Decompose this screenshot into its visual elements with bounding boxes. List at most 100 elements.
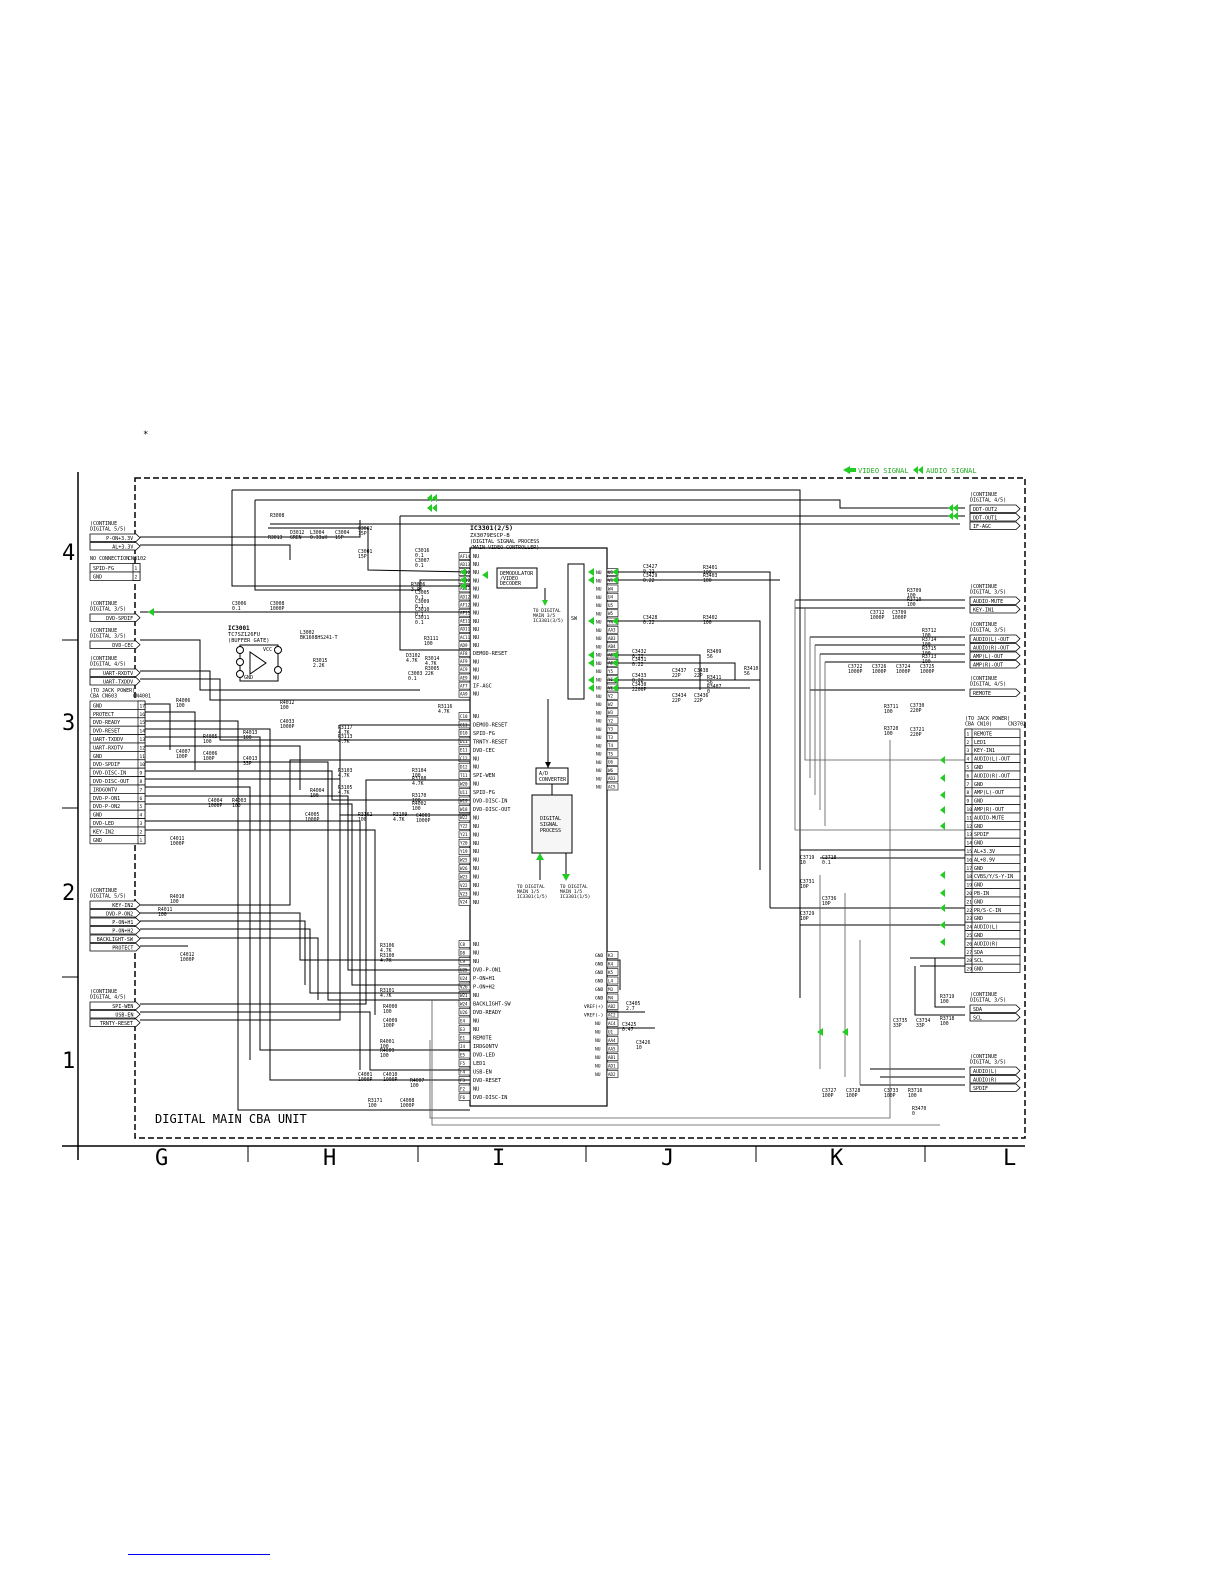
ic-pin-name: NU	[473, 1019, 479, 1025]
pin-number: 29	[967, 967, 973, 973]
connector-title: DIGITAL 4/5)	[970, 498, 1006, 504]
component-value: 100P	[383, 1023, 395, 1029]
component-ref: R3712	[922, 628, 937, 634]
pin-number: 14	[967, 841, 973, 847]
connector-pin: DVD-P-ON2	[89, 909, 141, 917]
ic-pin-name: DVD-CEC	[473, 748, 495, 754]
ic-pin-name: DVD-DISC-IN	[473, 1095, 507, 1101]
component-ref: R3407	[707, 684, 722, 690]
ic-pin-number: W24	[460, 1001, 468, 1006]
ic-pin	[458, 822, 471, 830]
footer-link-underline	[128, 1554, 270, 1555]
pin-name: SDA	[973, 1007, 982, 1013]
ic-pin-number: F6	[460, 1095, 466, 1100]
ic-pin-name: NU	[473, 883, 479, 889]
ic-pin-number: C12	[460, 756, 468, 761]
connector-pin: DDT-OUT2	[969, 504, 1021, 513]
component-value: 100	[158, 912, 167, 918]
pin-name: GND	[974, 899, 983, 905]
component-ref: C4004	[208, 798, 223, 804]
component-value: 100	[412, 806, 421, 812]
component-value: 0.1	[415, 595, 424, 601]
pin-number: 5	[140, 804, 143, 810]
component-ref: C4033	[280, 719, 295, 725]
pin-name: SCL	[974, 958, 983, 964]
component-ref: R3116	[438, 704, 453, 710]
connector-pin: SDA	[969, 1004, 1021, 1013]
ic-pin-name: REMOTE	[473, 1036, 492, 1042]
ic-pin-name: NU	[595, 1055, 601, 1061]
connector-title: (CONTINUE	[970, 992, 997, 998]
buffer-gate-icon	[249, 651, 267, 675]
connector-title: (CONTINUE	[970, 1054, 997, 1060]
ic-pin-name: NU	[473, 595, 479, 601]
pin-number: 6	[967, 773, 970, 779]
video-arrow-icon	[588, 659, 594, 667]
footnote-mark: *	[143, 430, 148, 440]
video-arrow-icon	[612, 651, 618, 659]
component-value: 2.2K	[313, 663, 325, 669]
ic-pin-name: NU	[473, 858, 479, 864]
component-ref: C3433	[632, 673, 647, 679]
pin-name: AUDIO(R)	[973, 1077, 997, 1083]
component-ref: C4001	[358, 1072, 373, 1078]
pin-name: AUDIO(R)	[974, 941, 998, 947]
pin-name: SPI-WEN	[112, 1004, 133, 1010]
ic-pin-number: AB3	[608, 636, 616, 641]
ic-pin-name: NU	[473, 667, 479, 673]
ic-desc: /MAIN VIDEO CONTROLLER)	[470, 545, 539, 551]
pin-name: SPDIF	[974, 832, 989, 838]
component-ref: R3719	[940, 994, 955, 1000]
component-value: 56	[707, 680, 713, 686]
pin-name: AUDIO-MUTE	[974, 815, 1004, 821]
component-ref: R3470	[912, 1106, 927, 1112]
ic-pin-number: M3	[608, 987, 614, 992]
audio-arrow-icon	[842, 1028, 848, 1036]
ic-pin	[458, 729, 471, 737]
component-value: 100	[170, 899, 179, 905]
component-ref: C3735	[893, 1018, 908, 1024]
connector-pin: P-ON+3.3V	[89, 533, 141, 542]
video-arrow-icon	[460, 582, 466, 590]
ic-pin-number: J4	[460, 1044, 466, 1049]
component-ref: R3109	[393, 812, 408, 818]
pin-name: IRDGONTV	[93, 787, 117, 793]
component-ref: R4002	[412, 801, 427, 807]
pin-name: GND	[93, 575, 102, 581]
connector-pin: KEY-IN2	[89, 900, 141, 909]
ic-pin-number: AA5	[608, 1046, 616, 1051]
pin-name: PROTECT	[112, 945, 133, 951]
arrow-icon	[545, 762, 551, 768]
ic-pin-number: W21	[460, 993, 468, 998]
component-ref: C3427	[643, 564, 658, 570]
pin-number: 1	[135, 566, 138, 572]
ic-pin-name: DEMOD-RESET	[473, 722, 507, 728]
component-ref: R3108	[412, 776, 427, 782]
component-value: 1000P	[892, 615, 907, 621]
ic-pin	[458, 1084, 471, 1093]
signal-arrows	[148, 494, 958, 1036]
ic-pin-number: AD3	[608, 776, 616, 781]
pin-name: DVD-RESET	[93, 729, 120, 735]
pin-name: GND	[93, 813, 102, 819]
pin-number: 27	[967, 950, 973, 956]
pin-name: GND	[974, 933, 983, 939]
pin-name: P-ON+H1	[112, 920, 133, 926]
ic-pin-number: U1	[608, 1029, 614, 1034]
component-ref: R3411	[707, 675, 722, 681]
ic-pin-name: NU	[596, 752, 602, 758]
